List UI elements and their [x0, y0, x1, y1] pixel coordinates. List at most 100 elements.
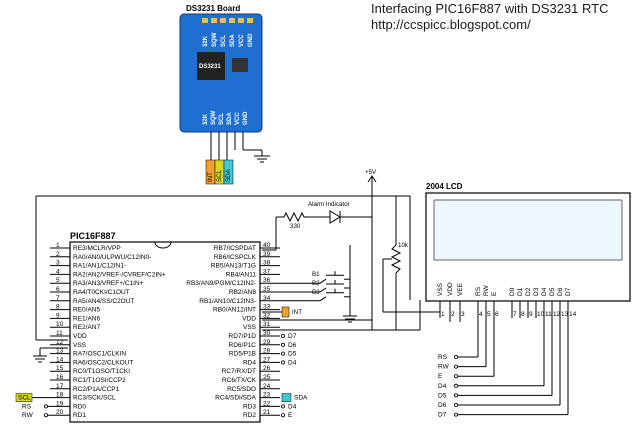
mcu-pin-number: 5: [56, 277, 60, 284]
mcu-right-pins: 40RB7/ICSPDAT39RB6/ICSPCLK38RB5/AN13/T1G…: [186, 242, 280, 419]
mcu-pin-number: 13: [56, 348, 64, 355]
mcu-pin-label: RD1: [73, 412, 86, 419]
lcd-bus-label: RS: [438, 354, 448, 361]
mcu-pin-label: RA4/T0CKI/C1OUT: [73, 289, 130, 296]
mcu-net-label: D7: [288, 333, 297, 340]
mcu-pin-label: RC6/TX/CK: [222, 377, 257, 384]
button-label: B1: [312, 271, 320, 278]
mcu-pin-number: 39: [263, 251, 271, 258]
lcd-bus-label: D7: [438, 412, 447, 419]
board-bottom-pin-label: SCL: [219, 113, 225, 125]
mcu-pin-label: RC4/SDI/SDA: [215, 395, 256, 402]
button-label: B2: [312, 280, 320, 287]
mcu-net-label: D5: [288, 351, 297, 358]
board-bottom-pin-label: SQW: [211, 110, 217, 125]
lcd-bus-label: D6: [438, 402, 447, 409]
mcu-pin-label: RB3/AN9/PGM/C12IN2-: [186, 280, 256, 287]
mcu-pin-number: 6: [56, 286, 60, 293]
mcu-pin-label: RC7/RX/DT: [222, 368, 256, 375]
board-top-pad: [220, 18, 226, 23]
lcd-screen: [433, 199, 623, 261]
mcu-pin-label: RD2: [243, 412, 256, 419]
mcu-pin-number: 35: [263, 286, 271, 293]
int-net-label: INT: [292, 309, 302, 316]
mcu-pin-label: VSS: [243, 324, 257, 331]
board-top-pin-label: SCL: [221, 35, 227, 47]
alarm-label: Alarm Indicator: [308, 201, 350, 208]
lcd-pin-label: VSS: [437, 282, 444, 296]
board-bottom-pin-label: 32K: [203, 113, 209, 125]
mcu-pin-number: 1: [56, 242, 60, 249]
lcd-pin-number: 13: [561, 311, 569, 318]
lcd-pin-label: D5: [549, 287, 556, 296]
mcu-pin-number: 15: [56, 365, 64, 372]
mcu-pin-label: RE3/MCLR/VPP: [73, 245, 121, 252]
mcu-pin-number: 7: [56, 295, 60, 302]
lcd-pin-label: E: [491, 291, 498, 296]
lcd-pin-number: 5: [487, 311, 491, 318]
lcd-pin-label: D4: [541, 287, 548, 296]
mcu-pin-number: 14: [56, 356, 64, 363]
mcu-pin-number: 8: [56, 304, 60, 311]
alarm-resistor: [283, 211, 305, 223]
conn-scl-label: SCL: [216, 169, 223, 182]
mcu-pin-number: 40: [263, 242, 271, 249]
lcd-pin-label: D3: [533, 287, 540, 296]
mcu-net-label: RS: [22, 403, 32, 410]
board-bottom-pin-label: SDA: [227, 112, 233, 125]
board-top-pad: [202, 18, 208, 23]
lcd-bus-label: E: [438, 373, 443, 380]
mcu-net-label: E: [288, 412, 293, 419]
board-top-pin-label: SDA: [230, 34, 236, 47]
pot-label: 10k: [398, 242, 409, 249]
board-name: DS3231 Board: [186, 4, 240, 13]
diagram-title: Interfacing PIC16F887 with DS3231 RTC: [371, 1, 609, 16]
mcu-pin-number: 24: [263, 383, 271, 390]
lcd-bus-label: RW: [438, 364, 450, 371]
lcd-pin-number: 11: [545, 311, 552, 318]
mcu-pin-number: 25: [263, 374, 271, 381]
mcu-pin-number: 33: [263, 304, 271, 311]
mcu-pin-number: 2: [56, 251, 60, 258]
conn-int-label: INT: [207, 172, 214, 182]
mcu-net-label: RW: [22, 412, 34, 419]
mcu-pin-label: RD6/P1C: [229, 342, 257, 349]
mcu-pin-label: RA3/AN3/VREF+/C1IN+: [73, 280, 144, 287]
lcd-pin-number: 9: [529, 311, 533, 318]
mcu-pin-label: VDD: [73, 333, 87, 340]
mcu-pin-number: 29: [263, 339, 271, 346]
board-connector-labels: INT SCL SDA: [205, 159, 234, 185]
contrast-pot: 10k: [382, 240, 441, 330]
mcu-net-label: D4: [288, 403, 297, 410]
lcd-pin-label: VDD: [447, 282, 454, 296]
mcu-pin-number: 16: [56, 374, 64, 381]
blog-url: http://ccspicc.blogspot.com/: [371, 17, 531, 32]
board-bottom-pin-label: VCC: [235, 112, 241, 125]
mcu-pin-label: RD4: [243, 359, 256, 366]
lcd-pin-label: D0: [509, 287, 516, 296]
lcd-pin-number: 2: [451, 311, 455, 318]
mcu-pin-label: RC3/SCK/SCL: [73, 395, 116, 402]
mcu-pin-label: RE2/AN7: [73, 324, 100, 331]
mcu-pin-number: 38: [263, 260, 271, 267]
mcu-pin-label: RC0/T1OSO/T1CKI: [73, 368, 130, 375]
mcu-pin-label: RA1/AN1/C12IN1-: [73, 263, 126, 270]
mcu-net-label: SCL: [18, 395, 31, 402]
board-top-pad: [238, 18, 244, 23]
lcd-pin-number: 14: [569, 311, 577, 318]
mcu-pin-number: 36: [263, 277, 271, 284]
lcd-pin-label: D2: [525, 287, 532, 296]
lcd-pin-number: 10: [537, 311, 545, 318]
mcu-pin-label: RE0/AN5: [73, 307, 100, 314]
mcu-pin-label: RA2/AN2/VREF-/CVREF/C2IN+: [73, 271, 166, 278]
mcu-pin-label: RD5/P1B: [229, 351, 256, 358]
mcu-pin-number: 22: [263, 400, 271, 407]
mcu-pin-label: RD3: [243, 403, 256, 410]
